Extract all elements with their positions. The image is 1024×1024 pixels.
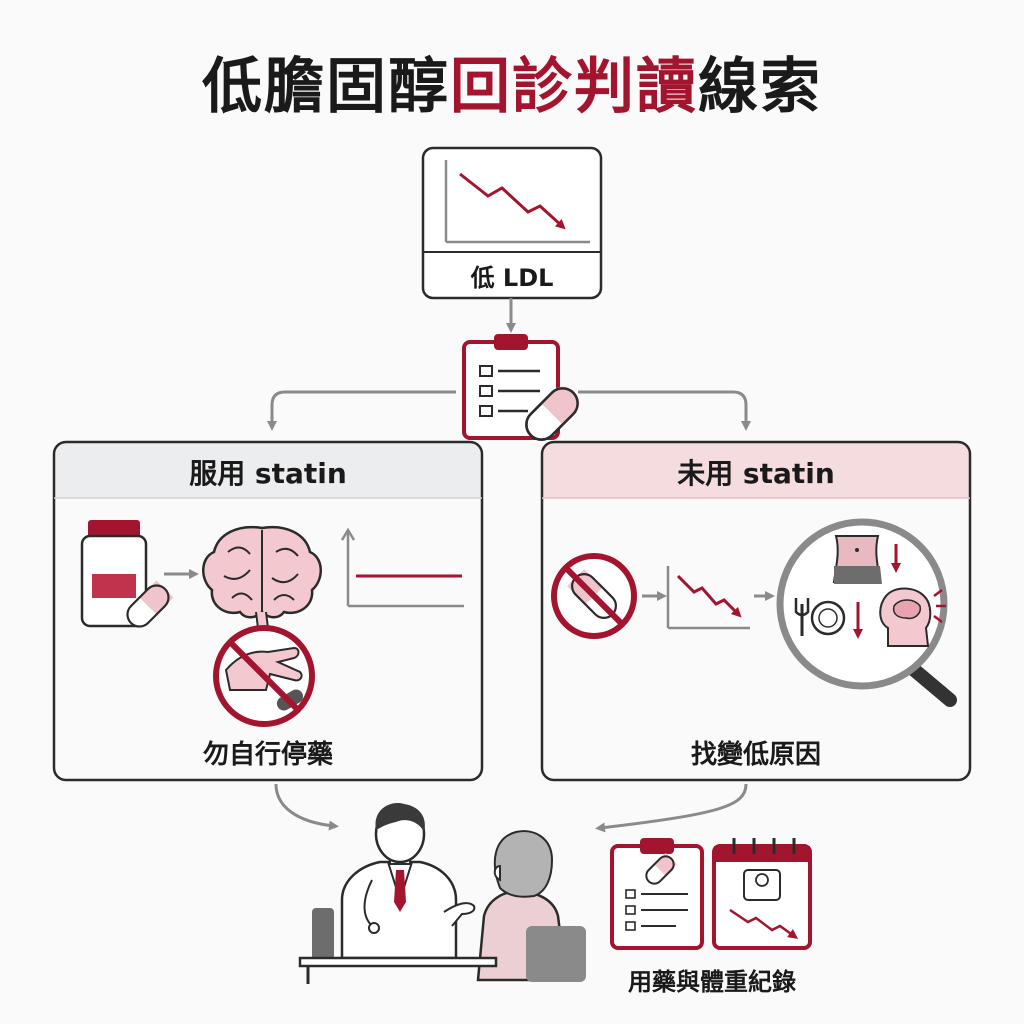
weight-record-calendar-icon [712,838,812,950]
arrow-from-left-panel [274,783,339,831]
title-accent: 回診判讀 [450,52,698,122]
medication-record-clipboard-icon [610,838,704,950]
records-caption: 用藥與體重紀錄 [628,968,796,996]
left-panel-title: 服用 statin [189,457,347,490]
desk [298,956,498,968]
title-prefix: 低膽固醇 [202,52,450,122]
arrow-to-left-panel [267,390,456,431]
capsule-pill-icon [525,382,584,441]
waist-icon [832,535,901,584]
no-stop-medication-icon [213,625,315,727]
left-panel [52,440,484,782]
right-panel [540,440,972,782]
left-panel-caption: 勿自行停藥 [202,740,333,770]
flat-line-chart-icon [340,527,464,608]
plate-and-fork-icon [794,598,863,639]
magnifying-glass-icon [776,518,957,707]
arrow-to-right-panel [578,390,751,431]
doctor-consultation-illustration [298,803,586,984]
right-panel-title: 未用 statin [677,457,835,490]
no-medication-icon [551,553,637,639]
low-ldl-card [421,146,603,300]
arrow-from-right-panel [595,783,748,833]
medicine-bottle-icon [80,520,148,628]
doctor-icon [340,803,476,960]
declining-line-chart-icon [424,160,600,253]
top-card-label: 低 LDL [470,264,554,292]
decline-chart-icon [666,566,750,630]
brain-icon [202,525,322,629]
pill-capsule-icon [126,580,174,628]
right-panel-caption: 找變低原因 [690,740,821,770]
doctor-chair [312,908,334,960]
title-suffix: 線索 [698,52,822,122]
patient-chair [526,926,586,982]
page-title: 低膽固醇回診判讀線索 [0,38,1024,125]
head-brain-icon [879,587,946,647]
